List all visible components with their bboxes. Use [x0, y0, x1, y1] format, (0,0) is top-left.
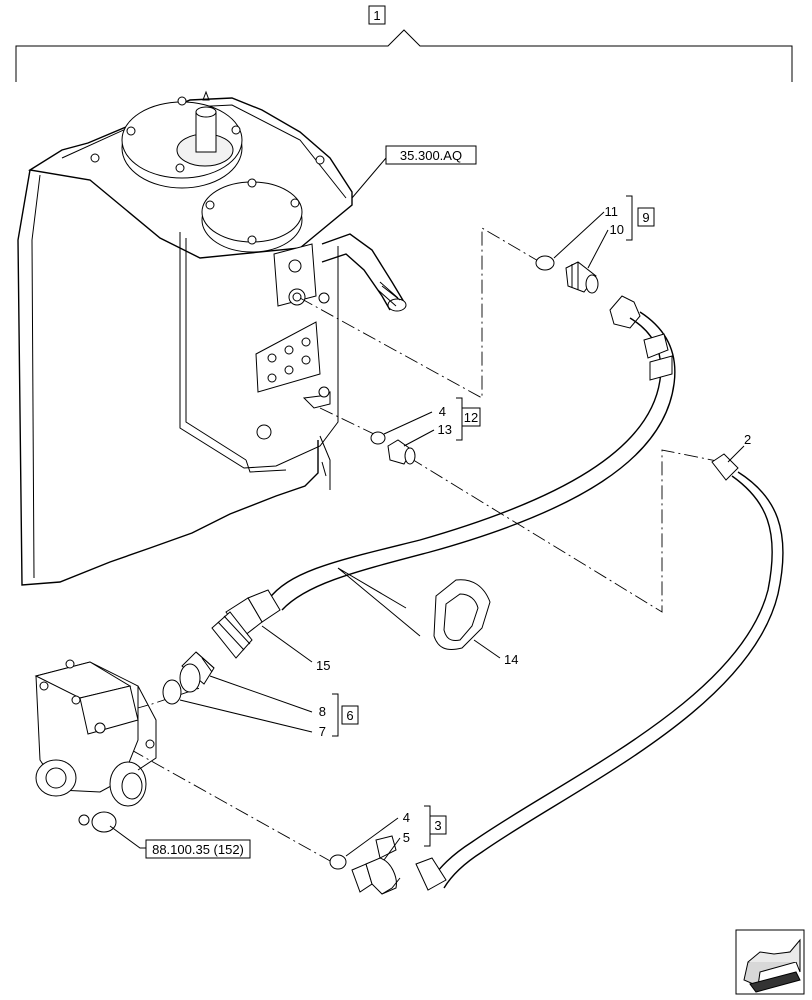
callout-13: 13 [438, 422, 452, 437]
ref-tank-label: 35.300.AQ [400, 148, 462, 163]
o-ring-4-lower[interactable] [329, 854, 347, 870]
fitting-group-12: 12 4 13 [370, 397, 481, 465]
callout-4-upper: 4 [439, 404, 446, 419]
ref-tank[interactable]: 35.300.AQ [351, 145, 477, 199]
callout-14: 14 [504, 652, 518, 667]
callout-5: 5 [403, 830, 410, 845]
center-lines [87, 227, 723, 863]
hydraulic-tank [17, 90, 407, 586]
ref-box-9[interactable] [637, 207, 655, 227]
hose-2[interactable]: 2 [415, 432, 784, 891]
page-forward-arrow-icon[interactable] [735, 929, 805, 995]
ref-box-12[interactable] [461, 407, 481, 427]
ref-pump-label: 88.100.35 (152) [152, 842, 244, 857]
callout-2: 2 [744, 432, 751, 447]
o-ring-11[interactable] [535, 255, 555, 271]
assembly-bracket: 1 [15, 5, 793, 82]
adapter-fitting-10[interactable] [565, 261, 599, 294]
ref-pump[interactable]: 88.100.35 (152) [109, 825, 251, 859]
callout-9: 9 [642, 210, 649, 225]
callout-15: 15 [316, 658, 330, 673]
callout-3: 3 [434, 818, 441, 833]
adapter-fitting-13[interactable] [387, 439, 416, 465]
fitting-group-3: 3 4 5 [329, 805, 447, 895]
hose-15[interactable] [211, 295, 676, 659]
callout-8: 8 [319, 704, 326, 719]
callout-4-lower: 4 [403, 810, 410, 825]
adapter-fitting-8[interactable] [179, 651, 215, 693]
ref-1-label: 1 [373, 8, 380, 23]
ref-box-1[interactable] [368, 5, 386, 25]
ref-box-6[interactable] [341, 705, 359, 725]
callout-15-group: 15 [261, 625, 330, 673]
hydraulic-pump [34, 659, 157, 833]
o-ring-4-upper[interactable] [370, 431, 386, 445]
callout-6: 6 [346, 708, 353, 723]
fitting-group-6: 6 8 7 [162, 651, 359, 739]
callout-10: 10 [610, 222, 624, 237]
callout-11: 11 [605, 204, 619, 219]
callout-7: 7 [319, 724, 326, 739]
fitting-group-9: 9 11 10 [211, 195, 676, 659]
ref-box-3[interactable] [429, 815, 447, 835]
elbow-fitting-5[interactable] [351, 835, 401, 895]
callout-12: 12 [464, 410, 478, 425]
o-ring-7[interactable] [162, 679, 182, 705]
guard-14[interactable]: 14 [337, 567, 518, 667]
